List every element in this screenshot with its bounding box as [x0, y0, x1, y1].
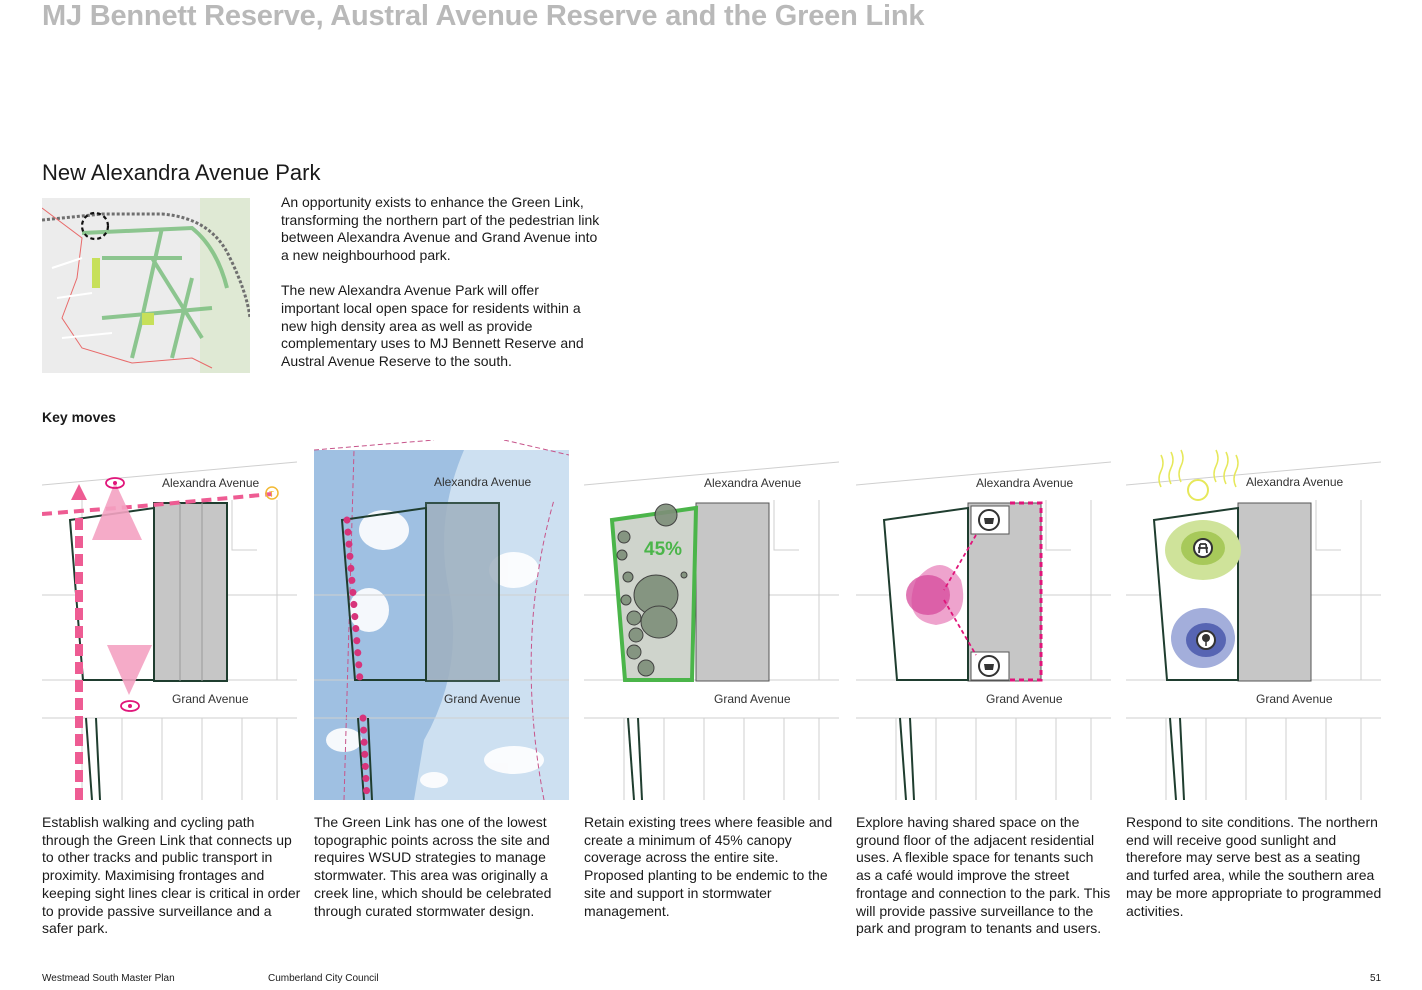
street-label-bottom: Grand Avenue	[172, 692, 249, 706]
footer-document-name: Westmead South Master Plan	[42, 973, 175, 984]
street-label-bottom: Grand Avenue	[1256, 692, 1333, 706]
diagram-caption: Establish walking and cycling path throu…	[42, 814, 301, 937]
diagram-caption: Retain existing trees where feasible and…	[584, 814, 833, 919]
street-label-top: Alexandra Avenue	[434, 475, 532, 489]
diagram-caption: Explore having shared space on the groun…	[856, 814, 1111, 937]
street-label-bottom: Grand Avenue	[714, 692, 791, 706]
street-label-top: Alexandra Avenue	[976, 476, 1074, 490]
street-label-bottom: Grand Avenue	[986, 692, 1063, 706]
diagram-walking-path: T Alexandra Avenue Grand Avenue	[42, 461, 297, 800]
page-title: MJ Bennett Reserve, Austral Avenue Reser…	[42, 0, 925, 32]
diagram-caption: The Green Link has one of the lowest top…	[314, 814, 552, 919]
street-label-top: Alexandra Avenue	[1246, 475, 1344, 489]
street-label-bottom: Grand Avenue	[444, 692, 521, 706]
intro-paragraph: The new Alexandra Avenue Park will offer…	[281, 282, 584, 370]
street-label-top: Alexandra Avenue	[162, 476, 260, 490]
canopy-percentage: 45%	[644, 539, 682, 560]
street-label-top: Alexandra Avenue	[704, 476, 802, 490]
location-map	[42, 198, 250, 373]
intro-text: An opportunity exists to enhance the Gre…	[281, 194, 601, 388]
diagram-site-conditions: Alexandra Avenue Grand Avenue	[1126, 449, 1381, 800]
diagram-canopy: 45% Alexandra Avenue Grand Avenue	[584, 461, 839, 800]
page-number: 51	[1370, 973, 1382, 984]
diagram-stormwater: Alexandra Avenue Grand Avenue	[314, 440, 569, 800]
svg-text:T: T	[269, 490, 274, 499]
section-title: New Alexandra Avenue Park	[42, 160, 321, 185]
footer-council-name: Cumberland City Council	[268, 973, 379, 984]
intro-paragraph: An opportunity exists to enhance the Gre…	[281, 194, 600, 264]
key-moves-heading: Key moves	[42, 409, 116, 425]
diagram-shared-space: Alexandra Avenue Grand Avenue	[856, 461, 1111, 800]
diagram-caption: Respond to site conditions. The northern…	[1126, 814, 1382, 919]
